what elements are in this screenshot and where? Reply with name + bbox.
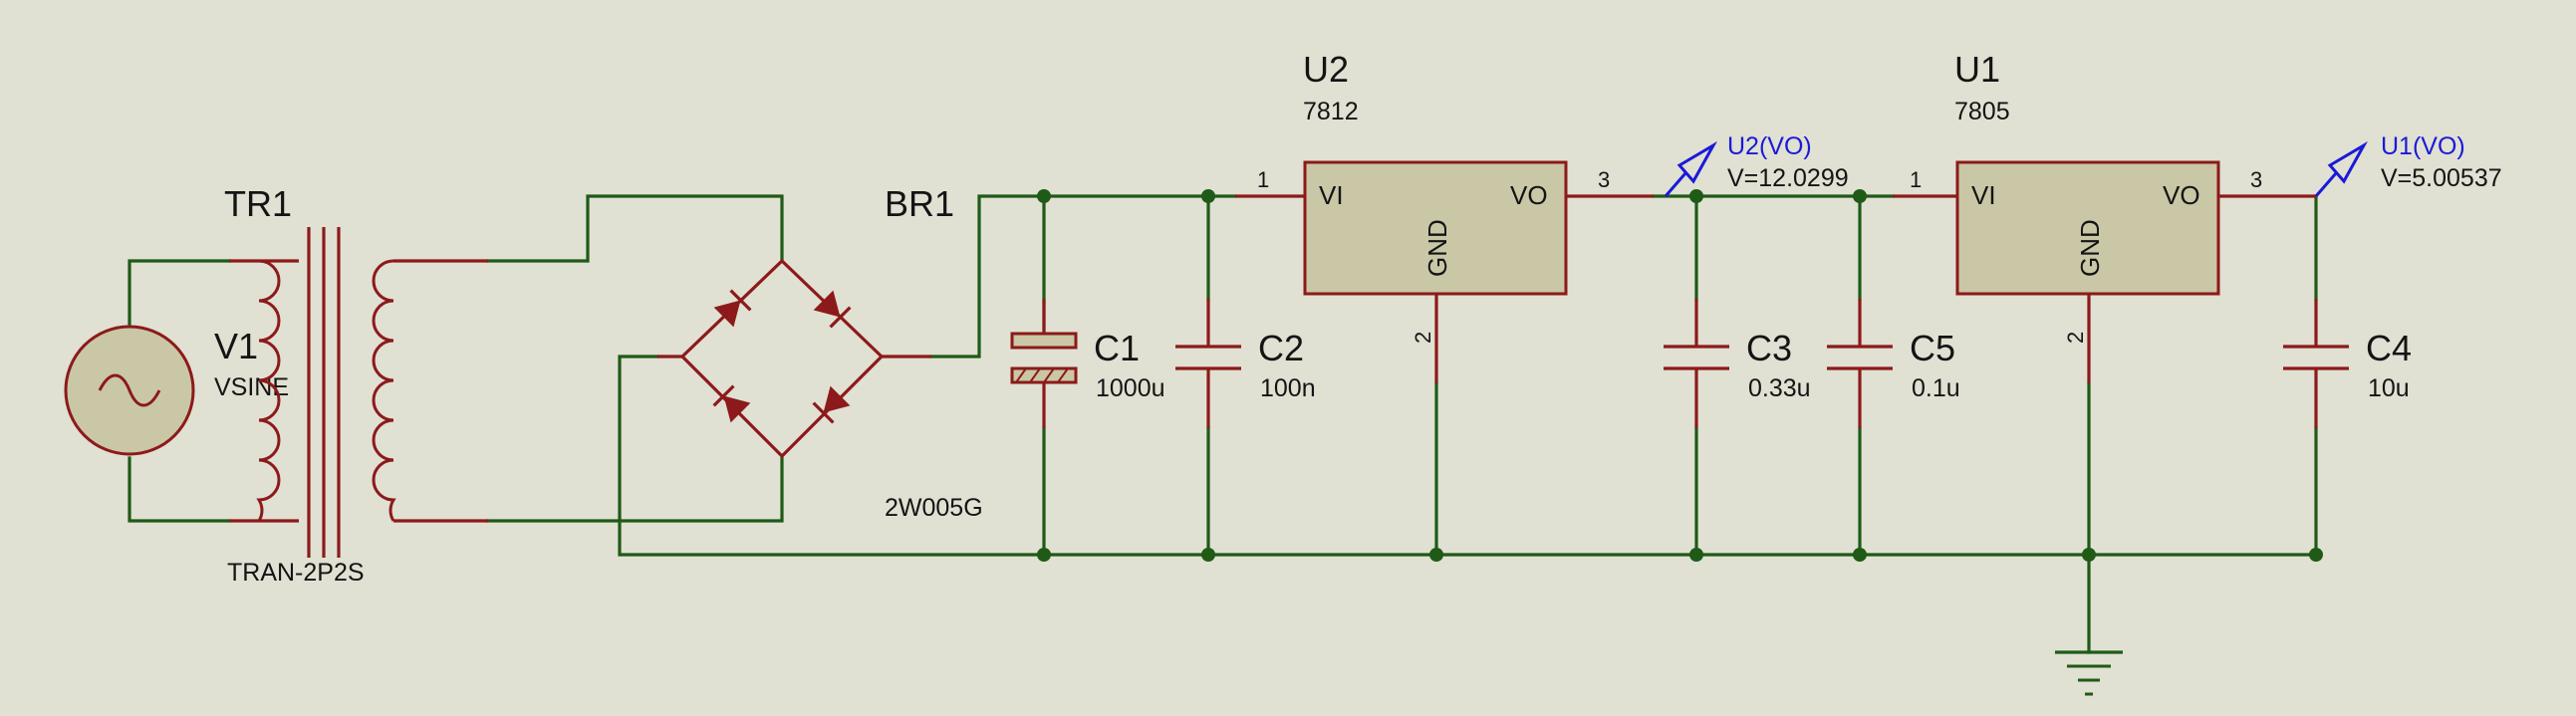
u2-pin-vi-label: VI [1319,180,1344,210]
c2-value: 100n [1260,374,1316,402]
u2-pin-vo-label: VO [1510,180,1548,210]
tr1-transformer[interactable] [229,227,488,558]
u1-pin2-number: 2 [2063,332,2088,344]
ground-symbol[interactable] [2055,650,2123,696]
u2-probe-reading: V=12.0299 [1727,164,1849,192]
v1-ref: V1 [214,326,258,366]
c3-value: 0.33u [1748,374,1811,402]
c1-value: 1000u [1096,374,1165,402]
c5-value: 0.1u [1912,374,1960,402]
u1-pin3-number: 3 [2250,167,2262,192]
c5-capacitor[interactable] [1827,299,1893,428]
u1-pin1-number: 1 [1910,167,1922,192]
br1-bridge[interactable] [657,258,931,459]
u2-probe-name: U2(VO) [1727,132,1812,160]
u1-probe-name: U1(VO) [2381,132,2465,160]
c1-ref: C1 [1094,328,1140,368]
u1-pin-vi-label: VI [1971,180,1996,210]
br1-ref: BR1 [885,183,954,224]
c2-ref: C2 [1258,328,1304,368]
br1-value: 2W005G [885,494,983,522]
tr1-value: TRAN-2P2S [227,559,365,587]
c3-ref: C3 [1746,328,1792,368]
v1-source[interactable] [64,261,195,456]
c1-capacitor[interactable] [1010,299,1078,428]
u1-ref: U1 [1954,49,2000,90]
wires [128,194,2318,654]
junctions [1037,189,2323,562]
u1-pin-vo-label: VO [2163,180,2200,210]
u1-regulator[interactable] [1893,160,2316,383]
c5-ref: C5 [1910,328,1955,368]
u2-regulator[interactable] [1235,160,1654,383]
u1-probe-reading: V=5.00537 [2381,164,2502,192]
u2-pin2-number: 2 [1411,332,1435,344]
c4-ref: C4 [2366,328,2412,368]
c2-capacitor[interactable] [1175,299,1241,428]
u2-value: 7812 [1303,98,1359,125]
u1-pin-gnd-label: GND [2075,219,2105,277]
u2-ref: U2 [1303,49,1349,90]
u2-pin-gnd-label: GND [1422,219,1452,277]
v1-value: VSINE [214,373,289,401]
u2-vo-probe[interactable] [1664,140,1717,197]
c4-capacitor[interactable] [2283,299,2349,428]
tr1-ref: TR1 [224,183,292,224]
u1-value: 7805 [1954,98,2010,125]
u2-pin1-number: 1 [1257,167,1269,192]
c3-capacitor[interactable] [1664,299,1729,428]
u1-vo-probe[interactable] [2314,140,2368,197]
c4-value: 10u [2368,374,2410,402]
u2-pin3-number: 3 [1598,167,1610,192]
